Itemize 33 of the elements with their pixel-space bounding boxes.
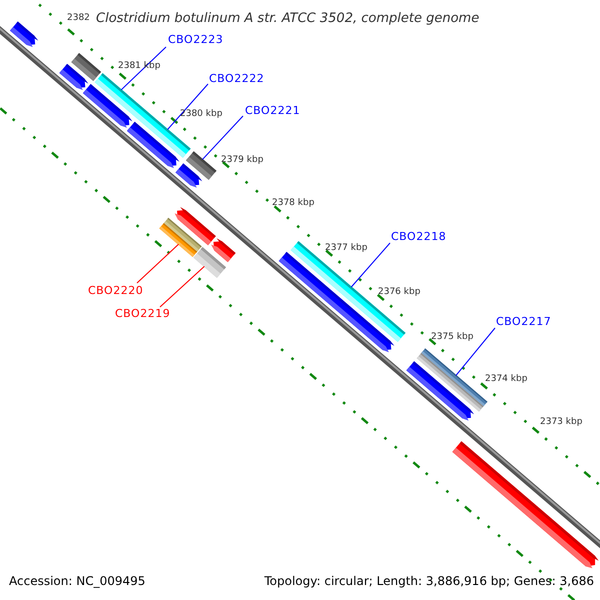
gene-feature [10, 22, 38, 48]
gene-label: CBO2218 [391, 231, 446, 242]
scale-label: 2382 [67, 14, 90, 23]
leader-line [120, 46, 166, 90]
scale-label: 2378 kbp [272, 199, 314, 208]
scale-label: 2381 kbp [118, 62, 160, 71]
scale-label: 2379 kbp [221, 156, 264, 165]
gene-label: CBO2220 [88, 285, 144, 296]
gene-feature [452, 441, 599, 568]
leader-line [350, 242, 390, 288]
gene-feature [126, 122, 180, 168]
gene-label: CBO2222 [209, 73, 264, 84]
gene-feature [406, 361, 474, 421]
scale-label: 2380 kbp [180, 110, 222, 119]
title: Clostridium botulinum A str. ATCC 3502, complete genome [96, 10, 480, 28]
leader-line [456, 328, 496, 376]
leader-line [160, 266, 205, 308]
gene-bar [159, 223, 198, 258]
gene-bar [193, 247, 226, 278]
gene-label: CBO2217 [496, 316, 552, 327]
gene-label: CBO2219 [115, 308, 170, 319]
scale-label: 2373 kbp [540, 418, 582, 427]
scale-label: 2376 kbp [378, 288, 420, 297]
gene-label: CBO2223 [168, 34, 224, 45]
scale-label: 2374 kbp [485, 375, 528, 384]
accession-label: Accession: NC_009495 [9, 575, 146, 587]
scale-label: 2375 kbp [431, 333, 474, 342]
scale-label: 2377 kbp [325, 244, 368, 253]
gene-label: CBO2221 [245, 105, 300, 116]
leader-line [167, 84, 208, 130]
gene-feature [59, 64, 88, 90]
gene-feature [82, 84, 132, 128]
gene-feature [176, 163, 202, 188]
